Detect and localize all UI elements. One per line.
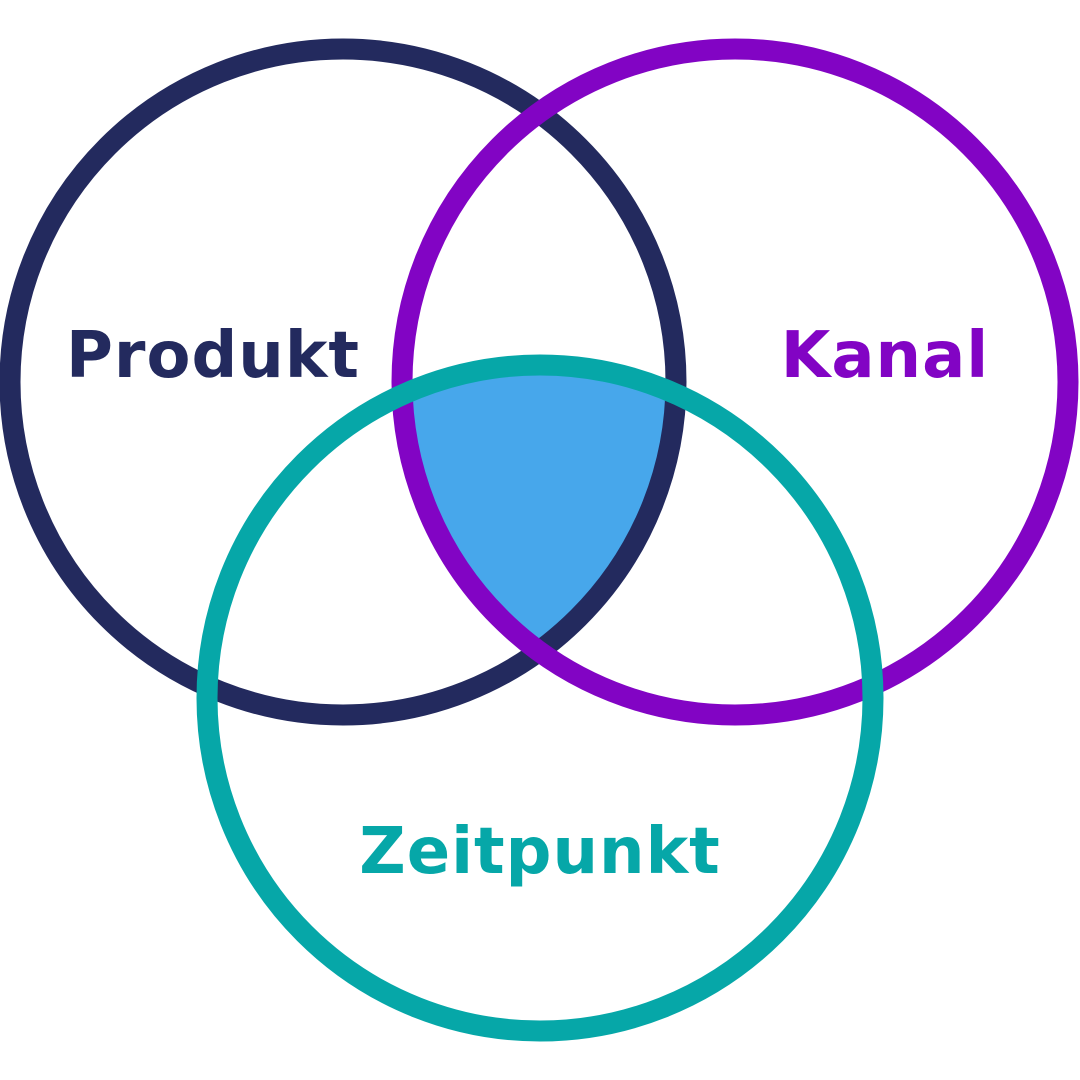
produkt-label: Produkt <box>66 319 360 393</box>
produkt-circle <box>0 38 687 726</box>
zeitpunkt-label: Zeitpunkt <box>359 815 720 889</box>
zeitpunkt-circle <box>196 354 884 1042</box>
kanal-circle <box>391 38 1079 726</box>
kanal-label: Kanal <box>781 319 989 393</box>
